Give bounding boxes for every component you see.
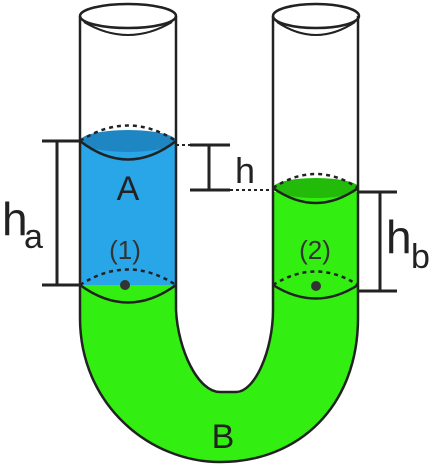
fluid-a-surface-back [79,124,177,143]
h-label: h [235,150,255,191]
level-2-front [272,283,359,300]
point-1-label: (1) [109,235,141,265]
fluid-b-surface-back [272,172,359,190]
hb-label-sub: b [411,238,430,276]
fluid-a-surface [80,130,176,152]
fluid-a-surface-front [79,140,177,161]
fluid-b-surface [273,178,359,198]
interface-ab-back [79,268,177,287]
point-2-label: (2) [299,235,331,265]
hb-label-main: h [386,211,412,263]
fluid-b [80,192,358,462]
point-1-dot [120,280,130,290]
right-tube-opening [271,2,361,30]
ha-label-main: h [2,193,28,245]
fluid-a-label: A [117,170,140,208]
left-tube-rim-inner [83,21,173,36]
point-2-dot [311,281,321,291]
right-tube-rim-inner [276,21,356,36]
fluid-b-surface-front [272,186,359,205]
u-tube-inner-wall [174,16,275,394]
fluid-a [80,141,176,285]
left-tube-opening [78,2,178,30]
fluid-b-label: B [212,418,235,456]
u-tube-outer-wall [78,16,360,464]
interface-ab-front [79,283,177,304]
level-2-back [272,270,359,287]
ha-label-sub: a [24,218,43,256]
